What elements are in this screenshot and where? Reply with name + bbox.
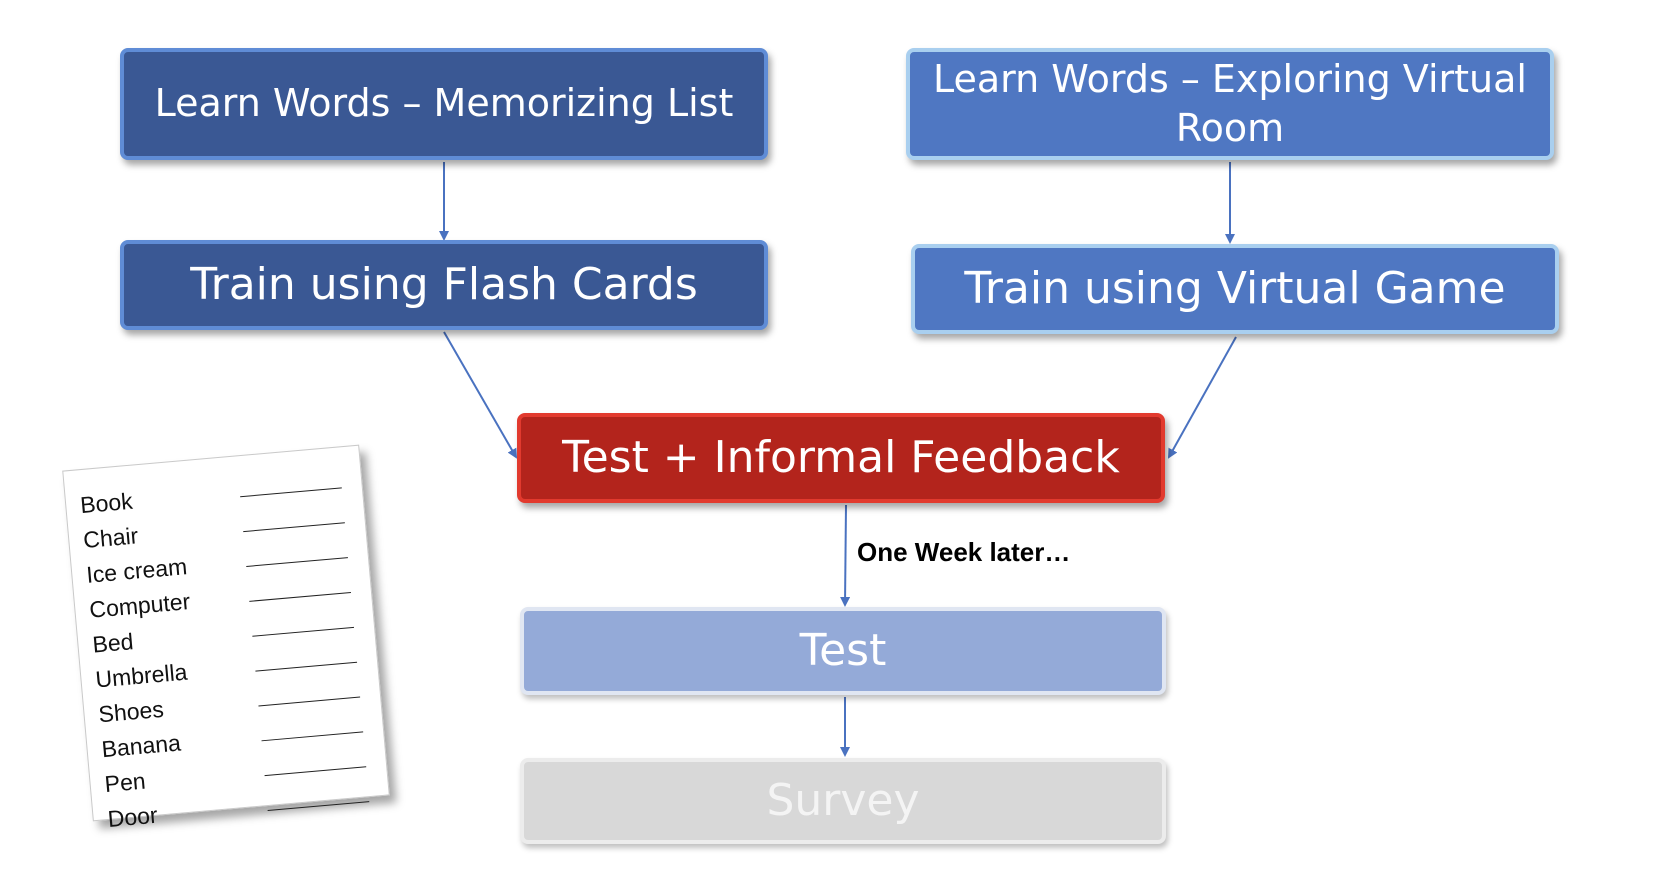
word-list-sheet: Book Chair Ice cream Computer Bed Umbrel… <box>62 444 390 832</box>
arrow-game-to-feedback <box>1168 336 1237 459</box>
learn-words-exploring-virtual-room-label: Learn Words – Exploring Virtual Room <box>933 56 1527 150</box>
learn-words-memorizing-list-box: Learn Words – Memorizing List <box>120 48 768 160</box>
train-flash-cards-box: Train using Flash Cards <box>120 240 768 330</box>
learn-words-exploring-virtual-room-box: Learn Words – Exploring Virtual Room <box>906 48 1554 160</box>
test-informal-feedback-box: Test + Informal Feedback <box>517 413 1165 503</box>
arrow-flash-to-feedback <box>443 331 517 459</box>
test-box: Test <box>520 607 1166 695</box>
answer-blank-line <box>246 557 348 567</box>
answer-blank-line <box>255 661 358 672</box>
survey-label: Survey <box>766 775 920 827</box>
answer-blank-line <box>258 696 361 707</box>
test-label: Test <box>799 625 887 677</box>
answer-blank-line <box>264 766 367 777</box>
answer-blank-line <box>249 591 351 602</box>
answer-blank-line <box>261 731 364 742</box>
answer-blank-line <box>243 522 345 533</box>
one-week-later-note: One Week later… <box>857 537 1071 567</box>
train-virtual-game-label: Train using Virtual Game <box>964 263 1506 315</box>
survey-box: Survey <box>520 758 1166 844</box>
learn-words-memorizing-list-label: Learn Words – Memorizing List <box>154 81 734 126</box>
arrow-feedback-to-test <box>840 504 851 607</box>
answer-blank-line <box>252 626 355 637</box>
train-virtual-game-box: Train using Virtual Game <box>911 244 1559 334</box>
test-informal-feedback-label: Test + Informal Feedback <box>562 432 1120 484</box>
train-flash-cards-label: Train using Flash Cards <box>190 259 698 311</box>
answer-blank-line <box>267 801 370 812</box>
answer-blank-line <box>240 487 342 498</box>
